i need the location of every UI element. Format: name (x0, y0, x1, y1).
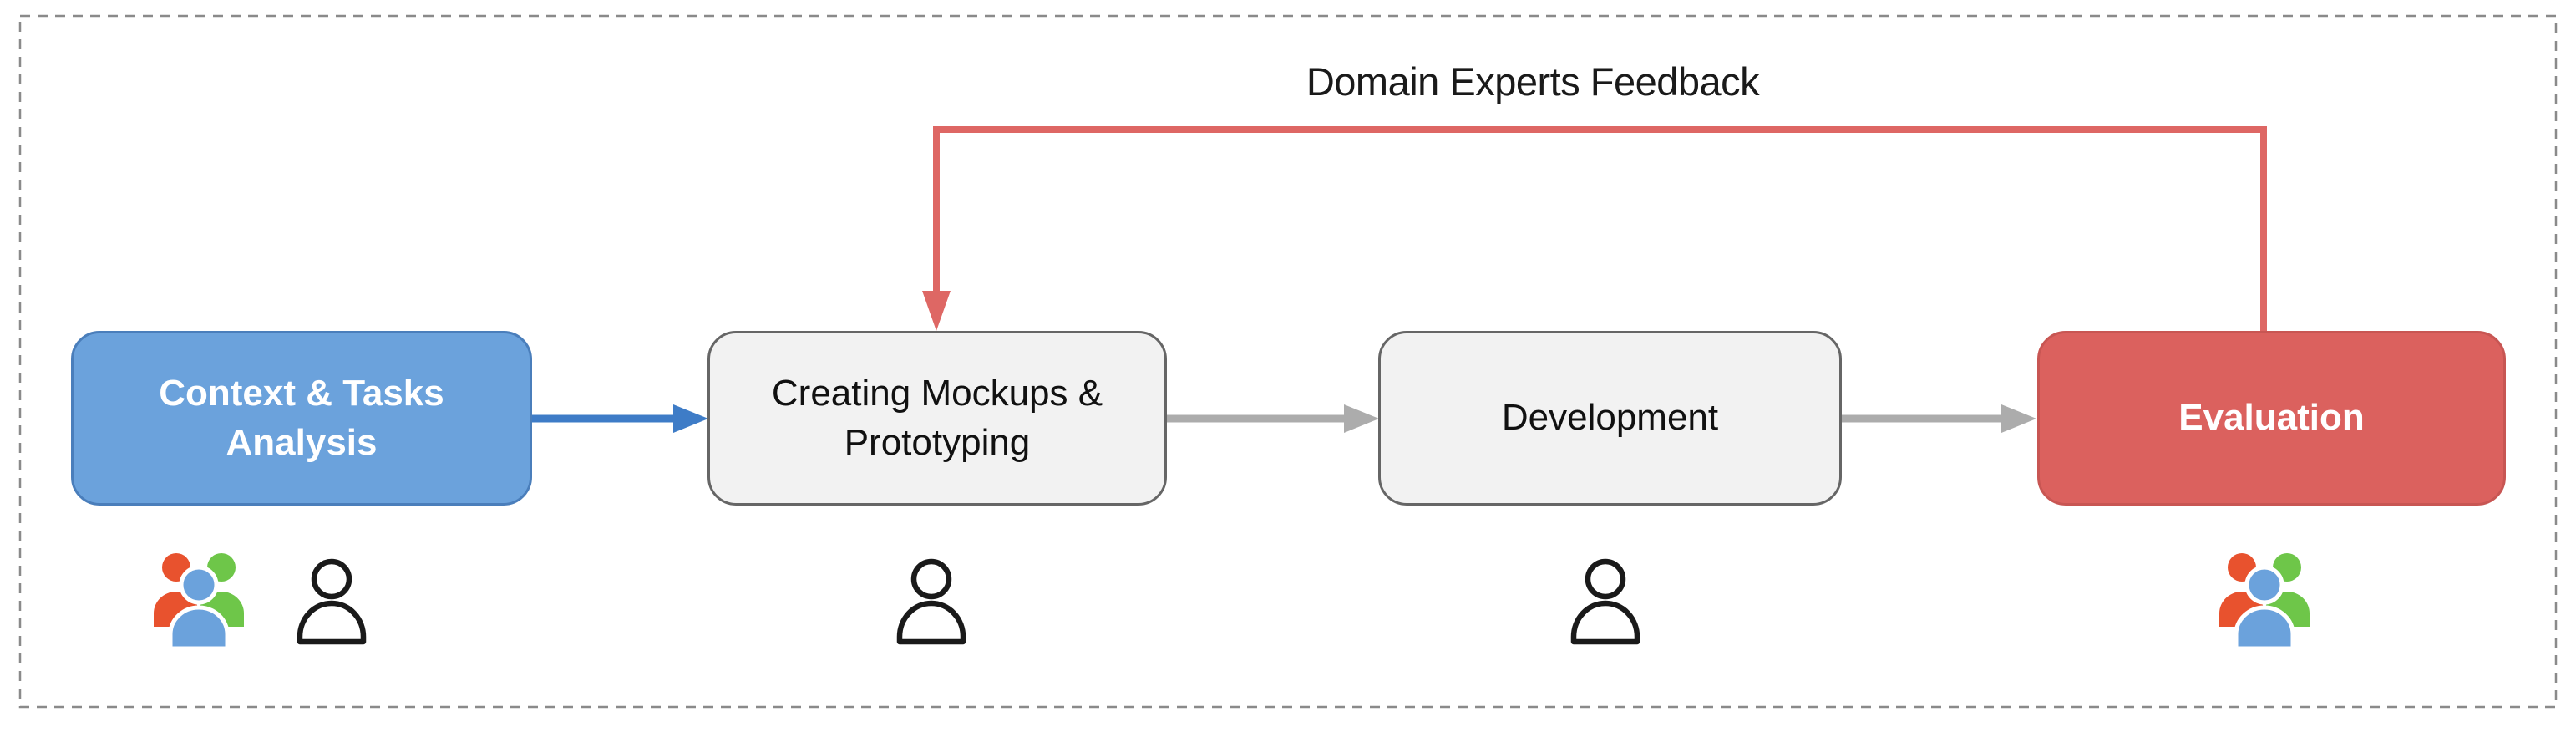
diagram-dashed-frame (18, 14, 2558, 709)
node-context-tasks-analysis: Context & Tasks Analysis (71, 331, 532, 506)
person-icon (1568, 557, 1643, 647)
node-label-line: Creating Mockups & (771, 373, 1103, 414)
node-label-line: Prototyping (844, 421, 1031, 463)
person-head (910, 558, 952, 600)
person-head (311, 558, 352, 600)
person-icon (894, 557, 969, 647)
feedback-arrow-line (933, 126, 2267, 334)
feedback-arrow-label: Domain Experts Feedback (1306, 59, 1760, 104)
team-member-front-head (2244, 565, 2284, 605)
team-member-front-head (179, 565, 219, 605)
team-member-front-body (168, 605, 230, 650)
team-member-front-body (2234, 605, 2295, 650)
person-body (297, 600, 367, 645)
person-body (1570, 600, 1640, 645)
node-label-line: Development (1501, 397, 1719, 439)
node-creating-mockups-prototyping: Creating Mockups & Prototyping (707, 331, 1167, 506)
flow-arrow-1-head-icon (673, 404, 708, 433)
node-label-line: Analysis (226, 421, 378, 463)
team-group-icon (149, 548, 249, 650)
person-head (1585, 558, 1626, 600)
flow-arrow-3-head-icon (2001, 404, 2036, 433)
team-group-icon (2214, 548, 2315, 650)
node-development: Development (1378, 331, 1842, 506)
node-label-line: Evaluation (2178, 397, 2365, 439)
feedback-arrowhead-icon (922, 291, 951, 331)
node-evaluation: Evaluation (2037, 331, 2506, 506)
node-label-line: Context & Tasks (159, 373, 444, 414)
person-body (896, 600, 966, 645)
flow-arrow-2-head-icon (1344, 404, 1379, 433)
person-icon (294, 557, 369, 647)
